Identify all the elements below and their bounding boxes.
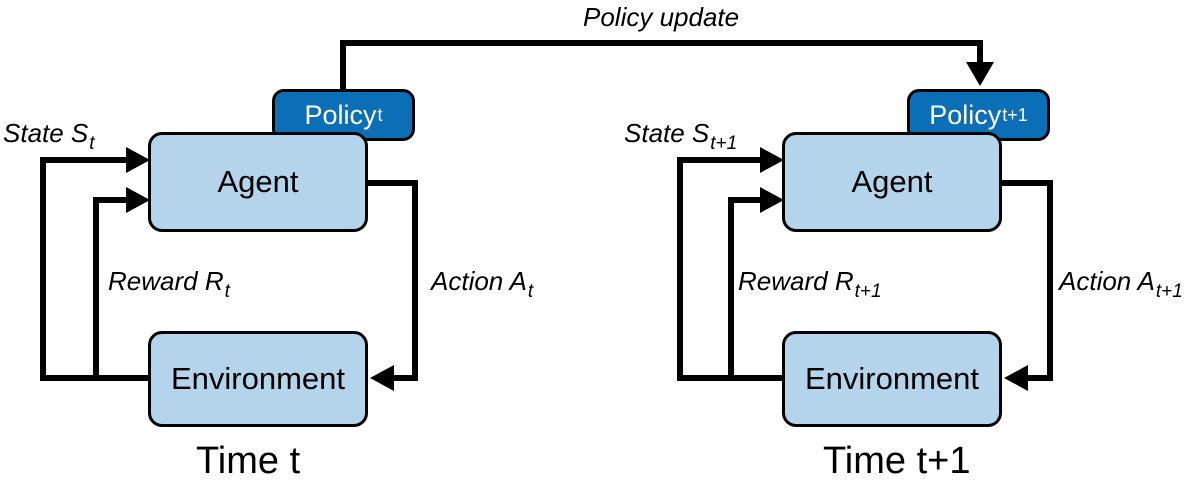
environment-box-right: Environment (782, 331, 1002, 427)
action-arrowhead-right (1004, 365, 1028, 391)
state-label-left: State St (3, 118, 95, 154)
policy-update-label: Policy update (583, 2, 740, 32)
environment-label-right: Environment (804, 361, 980, 396)
action-arrow-line-right (1001, 180, 1053, 381)
policy-update-arrowhead (966, 62, 994, 86)
reward-label-left: Reward Rt (108, 266, 230, 302)
environment-box-left: Environment (148, 331, 368, 427)
state-arrowhead-right (760, 147, 784, 173)
agent-box-right: Agent (782, 132, 1002, 232)
time-label-left: Time t (196, 440, 301, 482)
policy-subscript-left: t (377, 104, 383, 125)
action-arrow-line-left (366, 180, 418, 381)
policy-subscript-right: t+1 (1002, 104, 1028, 125)
agent-label-right: Agent (851, 164, 933, 199)
state-arrowhead-left (126, 147, 150, 173)
reward-arrow-line-left (93, 197, 128, 378)
policy-label-right: Policy (929, 99, 1002, 130)
environment-label-left: Environment (170, 361, 346, 396)
policy-update-arrow-line (340, 40, 983, 92)
reward-label-right: Reward Rt+1 (738, 266, 882, 302)
state-label-right: State St+1 (624, 118, 738, 154)
agent-label-left: Agent (217, 164, 299, 199)
action-label-left: Action At (431, 266, 534, 302)
policy-label-left: Policy (304, 99, 377, 130)
reward-arrow-line-right (728, 197, 762, 378)
time-label-right: Time t+1 (823, 440, 971, 482)
action-arrowhead-left (370, 365, 394, 391)
agent-box-left: Agent (148, 132, 368, 232)
action-label-right: Action At+1 (1059, 266, 1183, 302)
reward-arrowhead-right (760, 187, 784, 213)
reward-arrowhead-left (126, 187, 150, 213)
